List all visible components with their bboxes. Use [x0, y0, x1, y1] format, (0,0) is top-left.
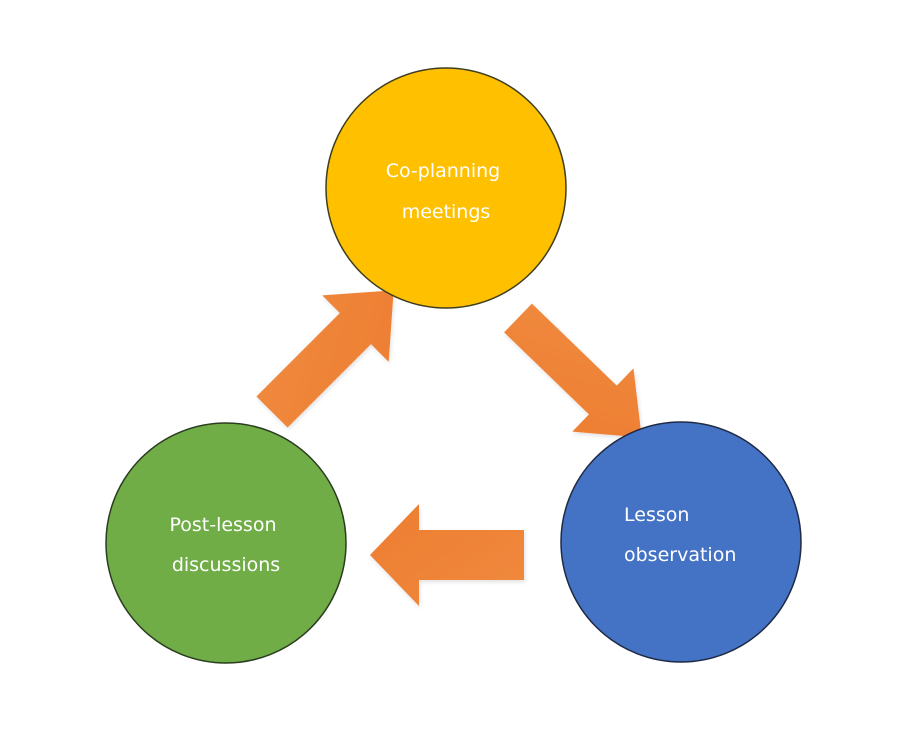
- co-planning-label: Co-planning meetings: [386, 160, 507, 223]
- co-planning-label-line-2: meetings: [402, 201, 491, 223]
- node-lesson-observation: Lesson observation: [560, 421, 802, 663]
- post-lesson-label-line-1: Post-lesson: [169, 514, 276, 536]
- co-planning-circle: [325, 67, 567, 309]
- arrow-left-icon: [370, 504, 524, 606]
- post-lesson-circle: [105, 422, 347, 664]
- arrow-postlesson-to-coplanning: [256, 290, 394, 428]
- arrow-down-right-icon: [504, 303, 642, 438]
- arrow-coplanning-to-observation: [504, 303, 642, 438]
- lesson-observation-circle: [560, 421, 802, 663]
- lesson-observation-label-line-2: observation: [624, 544, 736, 566]
- post-lesson-label: Post-lesson discussions: [169, 514, 282, 576]
- co-planning-label-line-1: Co-planning: [386, 160, 501, 182]
- post-lesson-label-line-2: discussions: [172, 554, 280, 576]
- arrow-up-right-icon: [256, 290, 394, 428]
- lesson-observation-label-line-1: Lesson: [624, 504, 689, 526]
- lesson-observation-label: Lesson observation: [624, 504, 736, 566]
- node-co-planning: Co-planning meetings: [325, 67, 567, 309]
- node-post-lesson: Post-lesson discussions: [105, 422, 347, 664]
- arrow-observation-to-postlesson: [370, 504, 524, 606]
